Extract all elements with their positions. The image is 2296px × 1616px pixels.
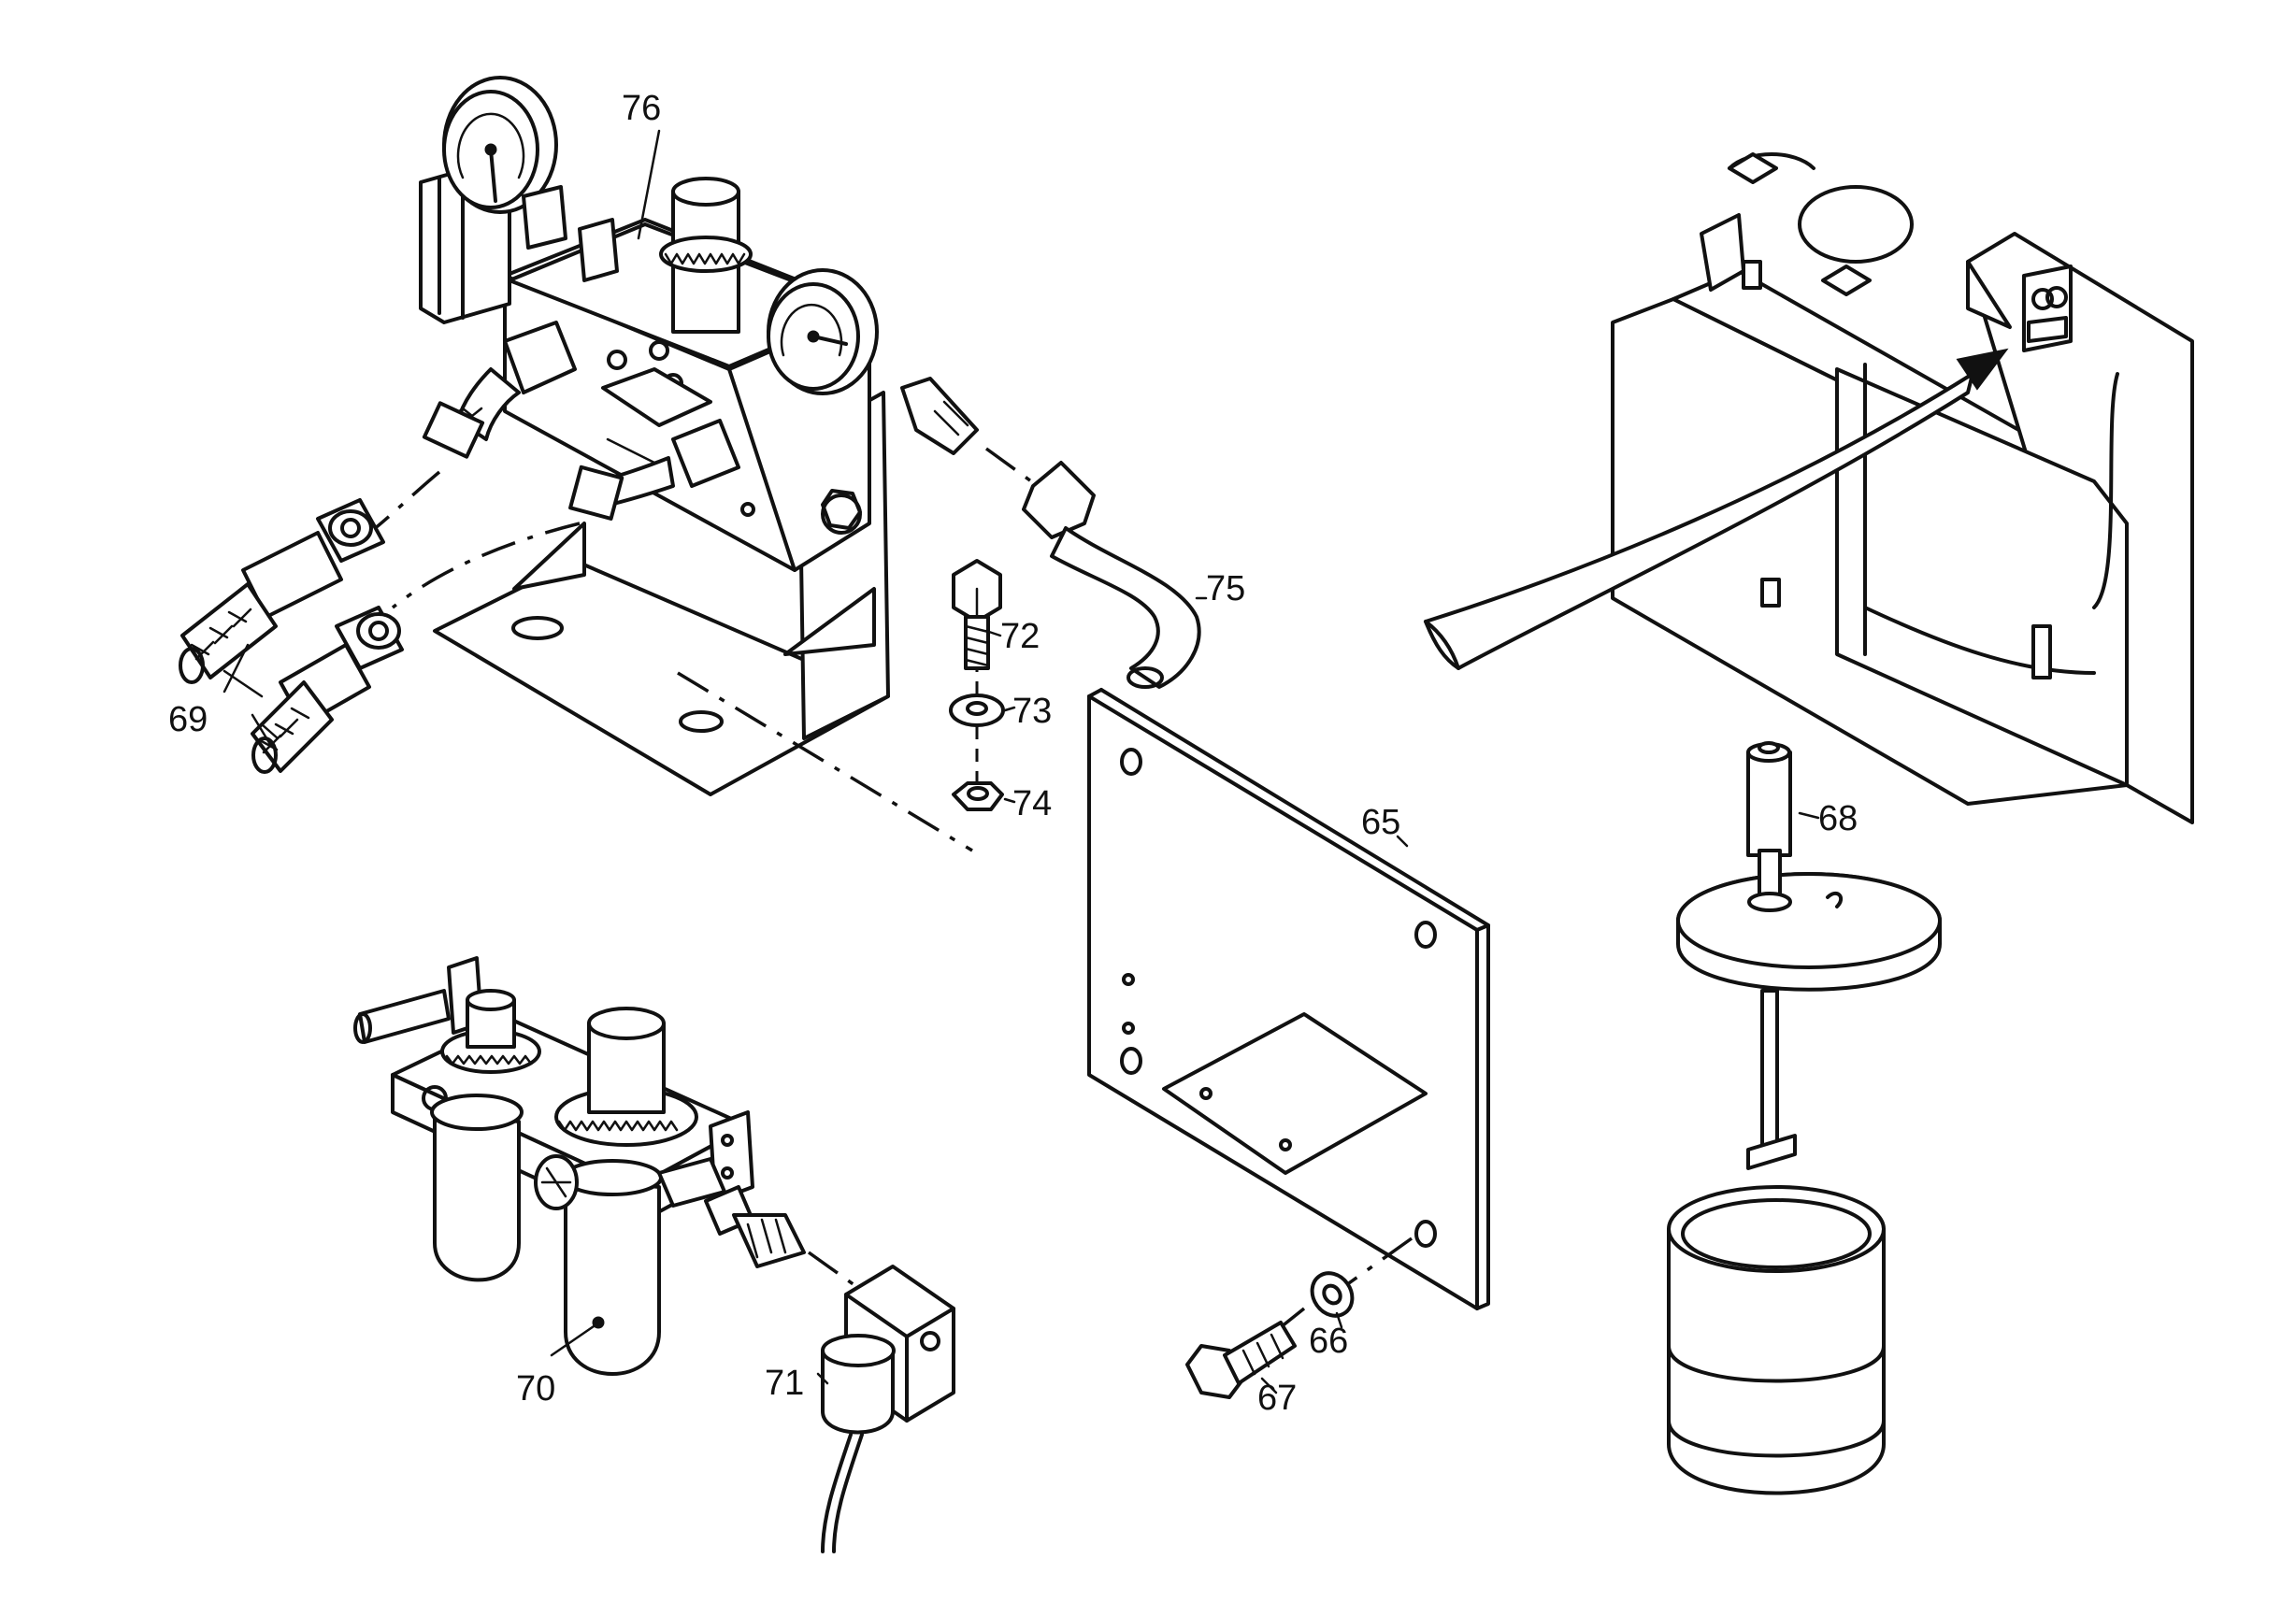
callout-labels: 65 66 67 68 69 70 71 72 73 74 75 76: [168, 89, 1858, 1418]
callout-69: 69: [168, 700, 208, 739]
hose-assembly: [179, 470, 581, 774]
panel-fasteners: [1185, 1237, 1413, 1399]
callout-68: 68: [1818, 799, 1858, 838]
mounting-plate: [1087, 688, 1490, 1310]
callout-74: 74: [1012, 784, 1052, 823]
callout-72: 72: [1000, 617, 1040, 656]
callout-66: 66: [1309, 1322, 1348, 1361]
callout-71: 71: [765, 1364, 804, 1403]
float-switch: [1667, 741, 1942, 1495]
filter-regulator-unit: [353, 956, 806, 1376]
manifold-assembly: [419, 76, 979, 796]
callout-70: 70: [516, 1369, 555, 1409]
callout-65: 65: [1361, 803, 1400, 842]
tube-with-nut: [984, 447, 1201, 689]
callout-67: 67: [1257, 1379, 1297, 1418]
fastener-stack: [677, 559, 1005, 852]
pressure-sensor: [807, 1251, 955, 1553]
leader-lines: [222, 129, 1820, 1394]
callout-75: 75: [1206, 569, 1245, 608]
cabinet-enclosure: [1424, 152, 2194, 824]
callout-73: 73: [1012, 692, 1052, 731]
callout-76: 76: [622, 89, 661, 128]
